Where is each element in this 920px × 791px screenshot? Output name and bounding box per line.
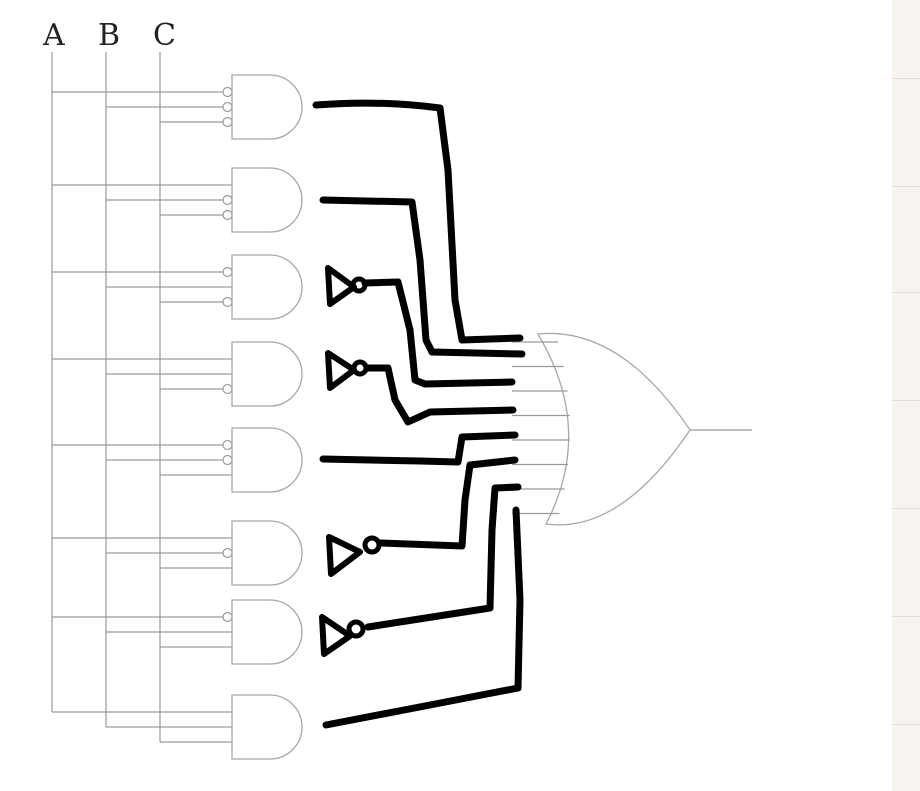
and-gate-7 — [52, 599, 303, 665]
and-gate-body — [231, 427, 303, 493]
inverter-bubble — [222, 86, 233, 98]
and-gate-3 — [52, 254, 303, 320]
logic-circuit-diagram: A B C — [42, 18, 752, 760]
ink-not-gate-4 — [319, 614, 366, 657]
ink-not-gate-1 — [325, 265, 368, 307]
and-gate-2 — [52, 167, 303, 233]
input-label-c: C — [153, 18, 176, 53]
or-gate-inputs — [512, 341, 570, 515]
inverter-bubble — [222, 194, 233, 206]
inverter-bubble — [222, 296, 233, 308]
or-gate — [536, 332, 691, 526]
and-gate-body — [231, 599, 303, 665]
ink-wire-3 — [361, 278, 516, 388]
and-gate-5 — [52, 427, 303, 493]
and-gate-6 — [52, 520, 303, 586]
and-gate-bank — [52, 74, 303, 760]
and-gate-body — [231, 167, 303, 233]
ink-wire-4 — [364, 364, 517, 426]
inverter-bubble — [222, 439, 233, 451]
ink-wire-7 — [364, 483, 522, 631]
input-label-b: B — [98, 18, 120, 53]
ink-wire-2 — [319, 196, 526, 358]
and-gate-8 — [52, 694, 303, 760]
inverter-bubble — [222, 547, 233, 559]
and-gate-1 — [52, 74, 303, 140]
handwritten-annotations — [312, 99, 526, 729]
ink-wire-6 — [376, 456, 519, 550]
and-gate-body — [231, 341, 303, 407]
ink-not-gate-3 — [326, 534, 382, 577]
ink-not-gate-2 — [325, 350, 369, 391]
and-gate-4 — [52, 341, 303, 407]
inverter-bubble — [222, 611, 233, 623]
and-gate-body — [231, 694, 303, 760]
inverter-bubble — [222, 101, 233, 113]
and-gate-body — [231, 254, 303, 320]
and-gate-body — [231, 74, 303, 140]
inverter-bubble — [222, 266, 233, 278]
ink-wire-1 — [312, 99, 524, 344]
inverter-bubble — [222, 383, 233, 395]
and-gate-body — [231, 520, 303, 586]
input-label-a: A — [42, 18, 65, 53]
inverter-bubble — [222, 454, 233, 466]
inverter-bubble — [222, 209, 233, 221]
circuit-sheet: A B C — [0, 0, 892, 791]
ink-wire-8 — [322, 506, 524, 729]
inverter-bubble — [222, 116, 233, 128]
ink-wire-5 — [319, 431, 519, 466]
